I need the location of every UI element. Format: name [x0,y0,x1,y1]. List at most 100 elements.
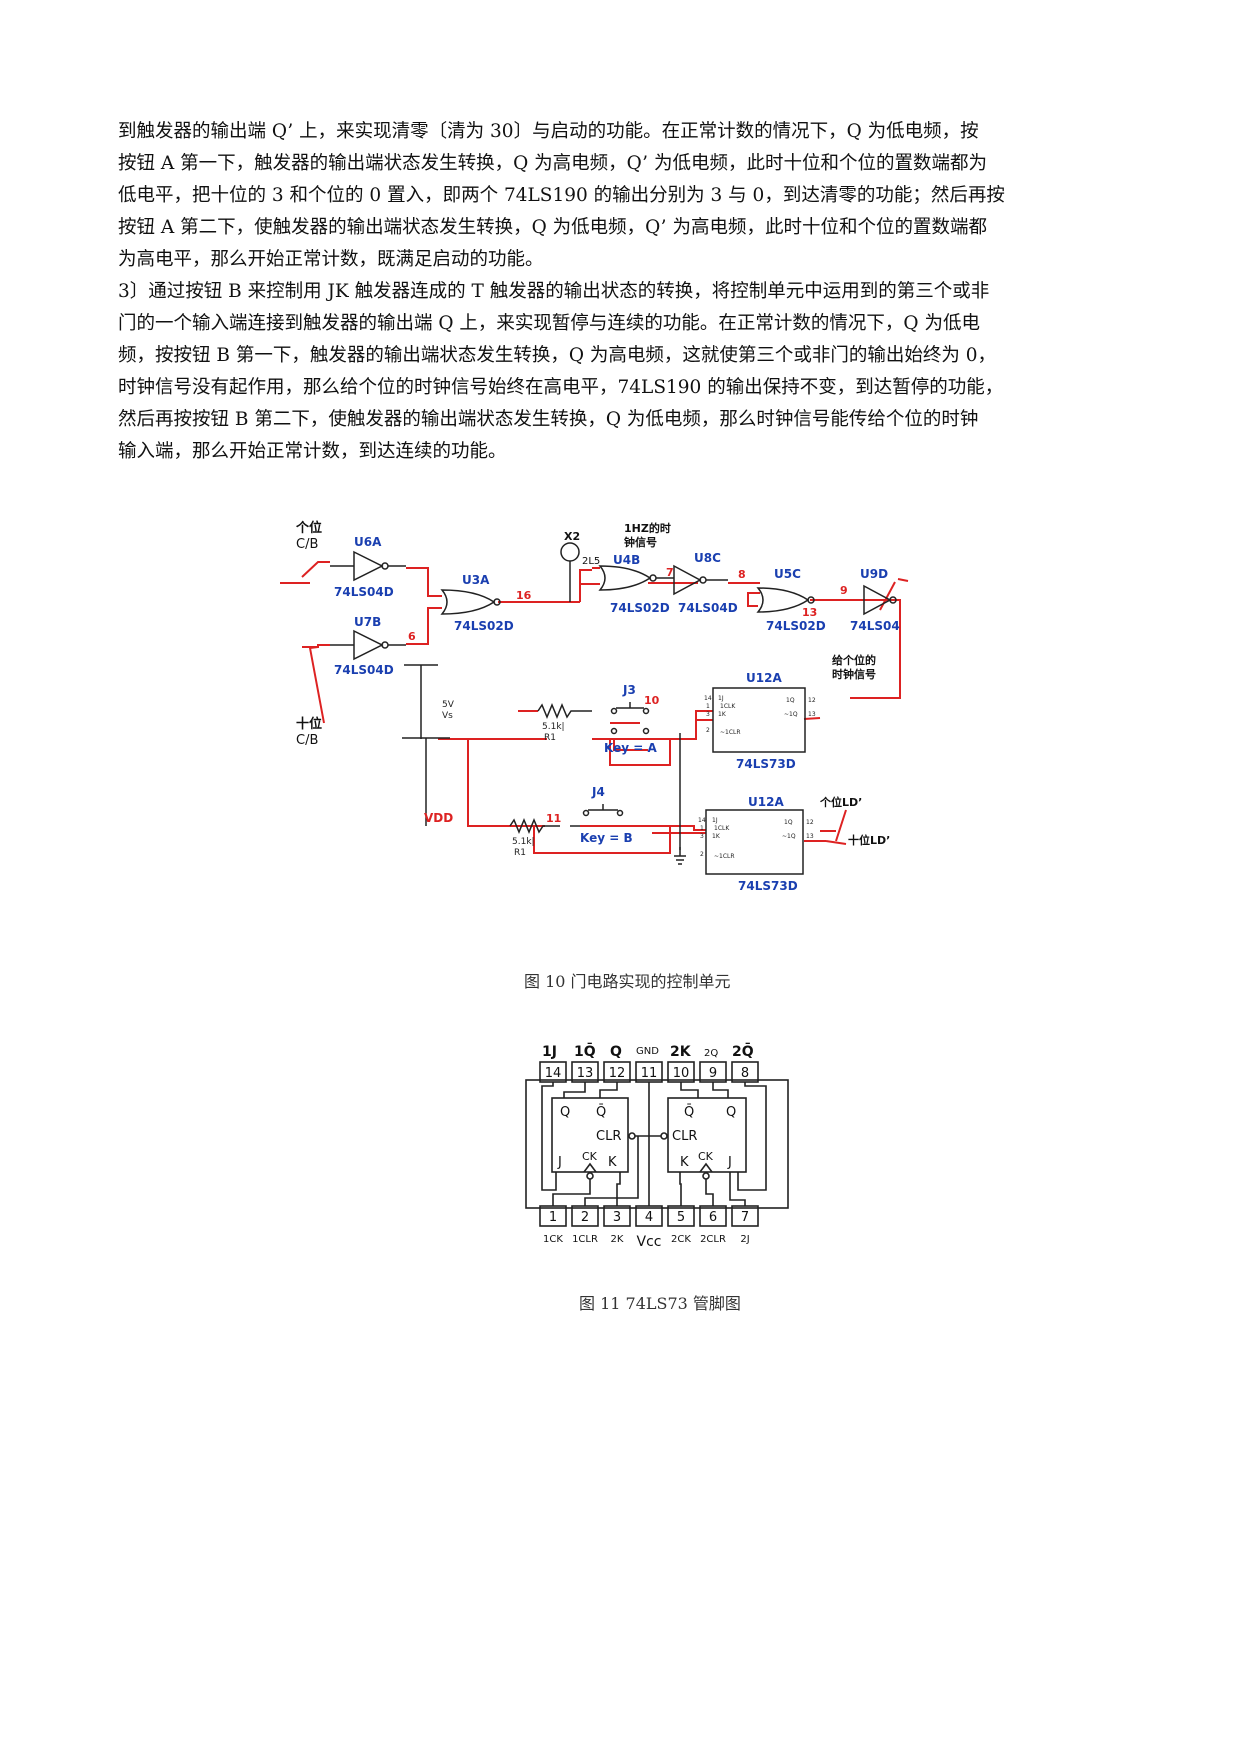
pin-number: 14 [698,817,706,824]
pin-name-1ck: 1CK [543,1234,563,1245]
ff-clr-label: CLR [596,1129,621,1144]
pin-name-2k: 2K [611,1234,624,1245]
output-clock-label: 时钟信号 [832,667,876,681]
net-number: 7 [666,566,674,579]
u9d-part: 74LS04 [850,619,900,633]
u6a-part: 74LS04D [334,585,394,599]
pin-label: 1CLK [720,703,736,710]
pin-name-1qbar: 1Q̄ [574,1041,596,1060]
pin-number: 12 [808,697,816,704]
ones-ld-label: 个位LD’ [819,795,862,809]
net-number: 13 [802,606,817,619]
text-line: 然后再按按钮 B 第二下，使触发器的输出端状态发生转换，Q 为低电频，那么时钟信… [118,409,979,430]
u5c-label: U5C [774,567,801,581]
text-line: 低电平，把十位的 3 和个位的 0 置入，即两个 74LS190 的输出分别为 … [118,185,1005,206]
u7b-label: U7B [354,615,381,629]
net-number: 16 [516,589,532,602]
text-line: 频，按按钮 B 第一下，触发器的输出端状态发生转换，Q 为高电频，这就使第三个或… [118,345,997,366]
pin-number: 13 [806,833,814,840]
pin-number: 6 [709,1210,717,1225]
tens-cb-label: 十位 [296,716,322,732]
pin-label: 1K [712,833,721,840]
r1-value: 5.1k| [512,837,535,847]
pin-name-2ck: 2CK [671,1234,691,1245]
u7b-part: 74LS04D [334,663,394,677]
pin-number: 10 [673,1066,690,1081]
pin-number: 3 [700,833,704,840]
pin-label: 1Q [786,697,795,704]
ff-ck-label: CK [582,1150,598,1163]
u4b-label: U4B [613,553,640,567]
pin-number: 1 [706,703,710,710]
pin-number: 3 [706,711,710,718]
pin-number: 2 [706,727,710,734]
net-number: 10 [644,694,660,707]
r1-label: R1 [544,733,556,743]
ff-ck-label: CK [698,1150,714,1163]
ff-q-label: Q [726,1105,736,1120]
text-line: 3〕通过按钮 B 来控制用 JK 触发器连成的 T 触发器的输出状态的转换，将控… [118,281,990,302]
tens-ld-label: 十位LD’ [848,833,890,847]
u12a-bottom-part: 74LS73D [738,879,798,893]
pin-number: 11 [641,1066,658,1081]
pin-name-1j: 1J [542,1044,557,1060]
text-line: 按钮 A 第二下，使触发器的输出端状态发生转换，Q 为低电频，Q’ 为高电频，此… [118,217,987,238]
pin-label: ~1CLR [720,729,741,736]
pin-number: 14 [704,695,712,702]
control-unit-schematic: 个位 C/B 十位 C/B U6A 74LS04D U7B 74LS04D U3… [280,520,909,893]
pin-label: ~1Q [782,833,796,840]
pin-number: 2 [700,851,704,858]
u5c-part: 74LS02D [766,619,826,633]
clock-label: 1HZ的时 [624,521,671,535]
ff-qbar-label: Q̄ [684,1105,694,1120]
pin-name-1clr: 1CLR [572,1234,598,1245]
pin-name-2k: 2K [670,1044,692,1060]
u9d-label: U9D [860,567,888,581]
ones-cb-label: 个位 [295,520,322,536]
74ls73-pinout-diagram: 1J 1Q̄ Q 2K 2Q̄ GND 2Q 14 13 12 11 10 9 … [525,1041,789,1250]
key-b-label: Key = B [580,831,633,845]
tens-cb-label: C/B [296,733,318,748]
text-line: 输入端，那么开始正常计数，到达连续的功能。 [118,441,507,462]
figure-caption: 图 10 门电路实现的控制单元 [524,972,731,991]
j4-label: J4 [591,785,605,799]
pin-number: 1 [700,825,704,832]
pin-label: 1K [718,711,727,718]
pin-name-2qbar: 2Q̄ [732,1041,754,1060]
j3-label: J3 [622,683,636,697]
ff-qbar-label: Q̄ [596,1105,606,1120]
u12a-top-label: U12A [746,671,782,685]
x2-label: X2 [564,530,580,543]
pin-number: 1 [549,1210,557,1225]
ones-cb-label: C/B [296,537,318,552]
net-number: 9 [840,584,848,597]
pin-number: 2 [581,1210,589,1225]
u8c-label: U8C [694,551,721,565]
ff-j-label: J [557,1155,562,1170]
pin-number: 5 [677,1210,685,1225]
net-number: 8 [738,568,746,581]
pin-number: 12 [806,819,814,826]
text-line: 为高电平，那么开始正常计数，既满足启动的功能。 [118,249,544,270]
u4b-part: 74LS02D [610,601,670,615]
pin-number: 3 [613,1210,621,1225]
ff-k-label: K [608,1155,617,1170]
u12a-top-part: 74LS73D [736,757,796,771]
net-number: 6 [408,630,416,643]
pin-number: 13 [577,1066,594,1081]
ff-clr-label: CLR [672,1129,697,1144]
pin-label: 1J [712,817,718,824]
vdd-label: VDD [424,811,453,825]
u8c-part: 74LS04D [678,601,738,615]
output-clock-label: 给个位的 [832,653,876,667]
pin-label: 1CLK [714,825,730,832]
pin-name-2q: 2Q [704,1048,718,1059]
pin-name-2clr: 2CLR [700,1234,726,1245]
u3a-label: U3A [462,573,490,587]
figure-caption: 图 11 74LS73 管脚图 [579,1294,741,1313]
pin-label: 2L5 [582,556,600,567]
pin-number: 8 [741,1066,749,1081]
text-line: 时钟信号没有起作用，那么给个位的时钟信号始终在高电平，74LS190 的输出保持… [118,377,1004,398]
pin-number: 7 [741,1210,749,1225]
text-line: 按钮 A 第一下，触发器的输出端状态发生转换，Q 为高电频，Q’ 为低电频，此时… [118,153,987,174]
